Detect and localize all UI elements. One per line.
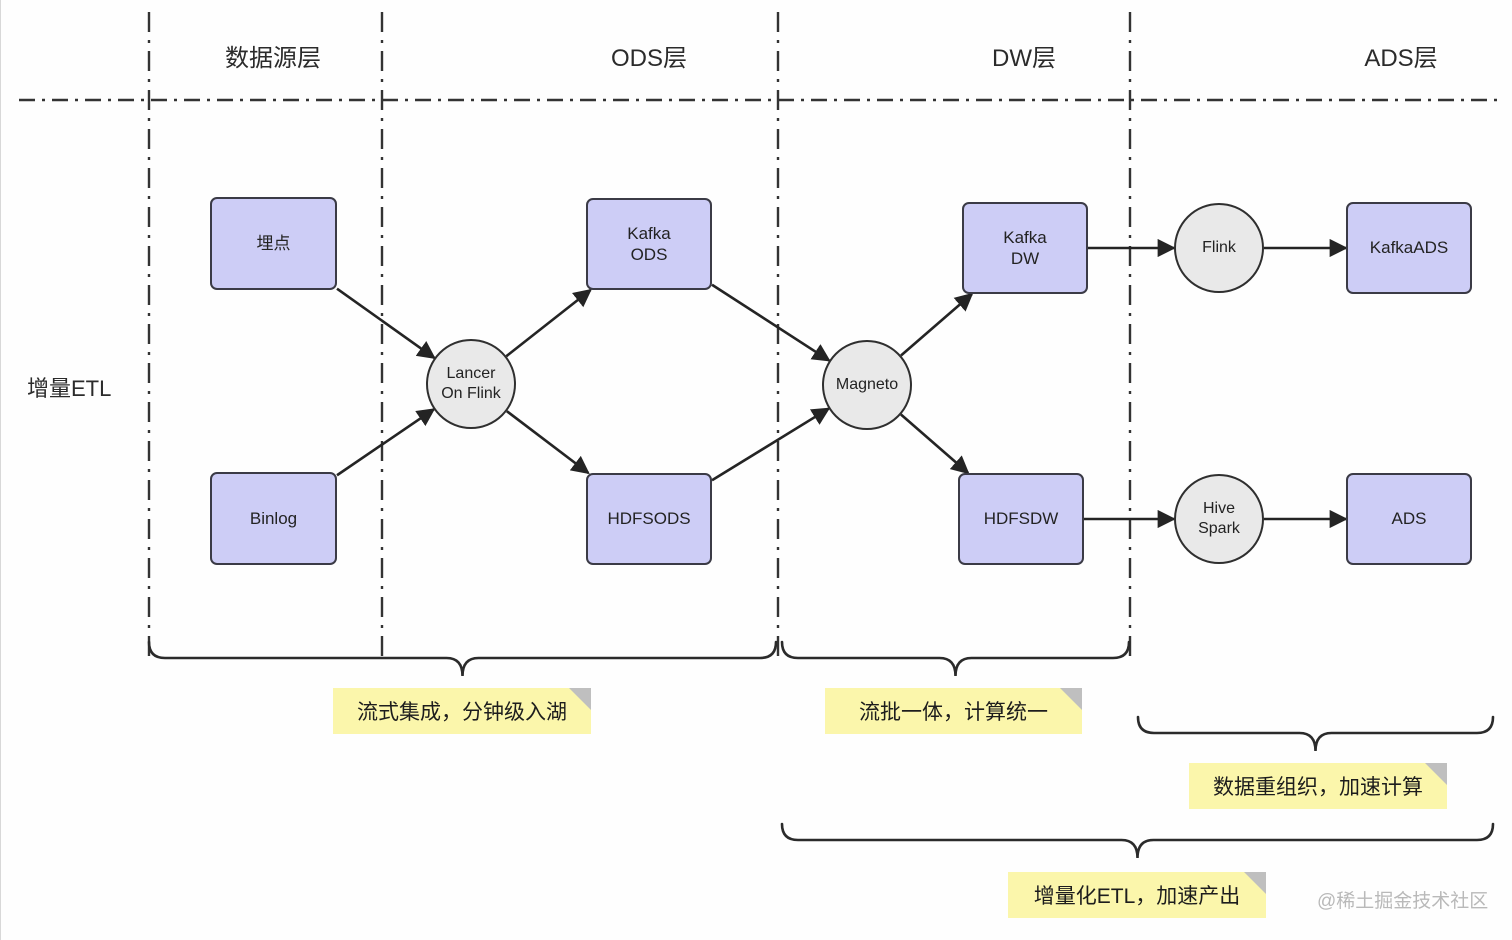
brace-data-reorg xyxy=(1136,715,1495,752)
sticky-note-batch-stream-unified: 流批一体，计算统一 xyxy=(825,688,1082,734)
edge-magneto-to-hdfs-dw xyxy=(900,413,970,475)
node-maidian[interactable]: 埋点 xyxy=(210,197,337,290)
lane-title-ads: ADS层 xyxy=(1364,45,1438,72)
node-flink[interactable]: Flink xyxy=(1174,203,1264,293)
sticky-note-label: 流式集成，分钟级入湖 xyxy=(357,701,567,724)
sticky-note-label: 流批一体，计算统一 xyxy=(859,701,1048,724)
node-kafka-ods[interactable]: Kafka ODS xyxy=(586,198,712,290)
node-kafka-ads[interactable]: KafkaADS xyxy=(1346,202,1472,294)
sticky-note-stream-integration: 流式集成，分钟级入湖 xyxy=(333,688,591,734)
brace-batch-stream-unified xyxy=(780,640,1131,677)
edge-lancer-to-hdfs-ods xyxy=(506,410,590,475)
node-hdfs-dw[interactable]: HDFSDW xyxy=(958,473,1084,565)
sticky-note-data-reorg: 数据重组织，加速计算 xyxy=(1189,763,1447,809)
brace-incremental-etl xyxy=(780,822,1495,859)
node-hdfs-ods[interactable]: HDFSODS xyxy=(586,473,712,565)
sticky-note-label: 数据重组织，加速计算 xyxy=(1213,776,1423,799)
edge-lancer-to-kafka-ods xyxy=(505,288,592,358)
node-ads[interactable]: ADS xyxy=(1346,473,1472,565)
watermark: @稀土掘金技术社区 xyxy=(1317,891,1489,912)
node-binlog[interactable]: Binlog xyxy=(210,472,337,565)
edge-maidian-to-lancer xyxy=(336,287,436,359)
lane-title-ods: ODS层 xyxy=(610,45,687,72)
brace-stream-integration xyxy=(147,640,778,677)
node-hive-spark[interactable]: Hive Spark xyxy=(1174,474,1264,564)
folded-corner-icon xyxy=(1244,872,1266,894)
folded-corner-icon xyxy=(1425,763,1447,785)
sticky-note-label: 增量化ETL，加速产出 xyxy=(1033,885,1241,908)
lane-title-dw: DW层 xyxy=(992,45,1056,72)
row-label-incremental-etl: 增量ETL xyxy=(27,376,112,401)
folded-corner-icon xyxy=(569,688,591,710)
edge-kafka-ods-to-magneto xyxy=(711,283,831,362)
lane-title-source: 数据源层 xyxy=(225,45,321,72)
sticky-note-incremental-etl: 增量化ETL，加速产出 xyxy=(1008,872,1266,918)
edge-magneto-to-kafka-dw xyxy=(900,292,974,357)
node-lancer[interactable]: Lancer On Flink xyxy=(426,339,516,429)
folded-corner-icon xyxy=(1060,688,1082,710)
node-magneto[interactable]: Magneto xyxy=(822,340,912,430)
node-kafka-dw[interactable]: Kafka DW xyxy=(962,202,1088,294)
edge-binlog-to-lancer xyxy=(336,408,436,477)
edge-hdfs-ods-to-magneto xyxy=(711,407,831,482)
